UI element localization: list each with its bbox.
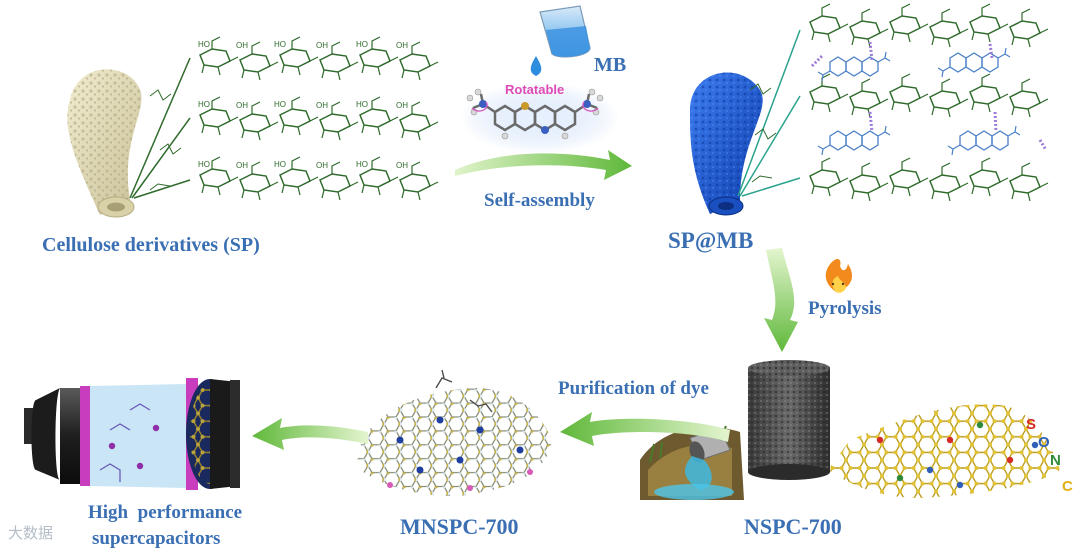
- svg-text:HO: HO: [274, 40, 286, 49]
- label-self-assembly: Self-assembly: [484, 190, 595, 212]
- svg-text:HO: HO: [274, 160, 286, 169]
- pyrolysis-arrow: [764, 248, 798, 352]
- element-s-label: S: [1026, 416, 1036, 433]
- svg-text:HO: HO: [356, 100, 368, 109]
- svg-text:OH: OH: [396, 161, 408, 170]
- label-rotatable: Rotatable: [505, 82, 564, 97]
- dye-drop-icon: [531, 56, 542, 76]
- svg-text:OH: OH: [316, 161, 328, 170]
- svg-text:OH: OH: [236, 41, 248, 50]
- svg-text:HO: HO: [198, 40, 210, 49]
- label-sp-mb: SP@MB: [668, 228, 753, 254]
- label-high-performance: High performance: [88, 502, 242, 524]
- cellulose-tube: [67, 69, 141, 217]
- mnspc-sheet: [356, 370, 552, 496]
- assembly-arrow: [252, 418, 368, 450]
- self-assembly-arrow: [455, 150, 632, 180]
- svg-text:HO: HO: [356, 40, 368, 49]
- cellulose-chains-left: HO OH HO OH HO OH HO OH HO OH HO OH HO OH HO OH HO OH: [198, 37, 438, 200]
- svg-text:HO: HO: [274, 100, 286, 109]
- flame-icon: [826, 259, 852, 293]
- label-pyrolysis: Pyrolysis: [808, 298, 882, 320]
- svg-text:OH: OH: [316, 101, 328, 110]
- svg-text:HO: HO: [198, 160, 210, 169]
- svg-text:OH: OH: [236, 101, 248, 110]
- cellulose-chains-right: [810, 4, 1048, 201]
- beaker-icon: [540, 6, 590, 57]
- svg-text:OH: OH: [396, 41, 408, 50]
- svg-text:OH: OH: [396, 101, 408, 110]
- polymer-strands-left: [130, 58, 190, 198]
- label-supercapacitors: supercapacitors: [92, 528, 220, 550]
- element-n-label: N: [1050, 452, 1061, 469]
- svg-text:OH: OH: [236, 161, 248, 170]
- element-o-label: O: [1038, 434, 1050, 451]
- svg-text:OH: OH: [316, 41, 328, 50]
- label-mb: MB: [594, 54, 626, 77]
- svg-text:HO: HO: [198, 100, 210, 109]
- watermark: 大数据: [8, 522, 53, 543]
- element-c-label: C: [1062, 478, 1073, 495]
- label-purification: Purification of dye: [558, 378, 709, 400]
- svg-text:HO: HO: [356, 160, 368, 169]
- nspc-cylinder: [748, 360, 830, 480]
- label-nspc: NSPC-700: [744, 514, 842, 540]
- supercapacitor-device: [24, 378, 240, 490]
- label-cellulose: Cellulose derivatives (SP): [42, 234, 260, 257]
- label-mnspc: MNSPC-700: [400, 514, 519, 540]
